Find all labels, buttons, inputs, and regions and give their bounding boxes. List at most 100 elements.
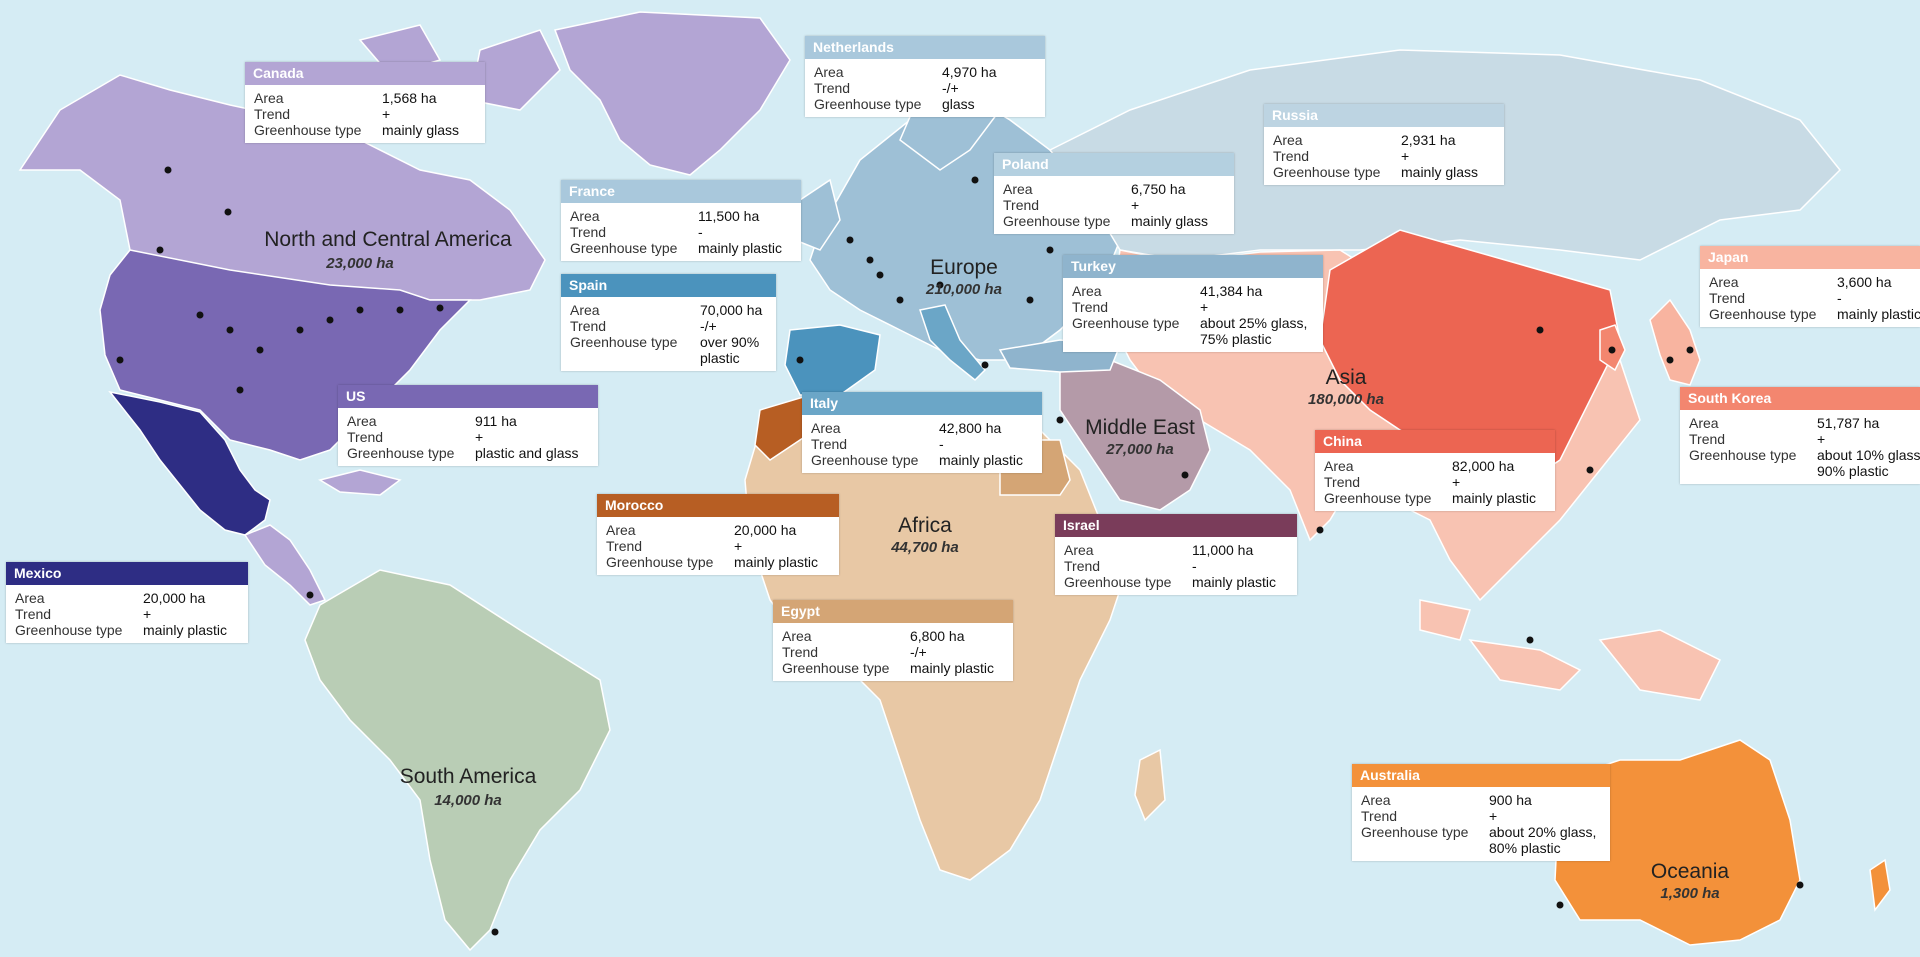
area-label: Area — [1003, 181, 1033, 197]
region-area-africa: 44,700 ha — [890, 539, 959, 556]
location-dot — [256, 346, 264, 354]
type-value: mainly plastic — [1837, 306, 1920, 322]
location-dot — [796, 356, 804, 364]
location-dot — [1181, 471, 1189, 479]
location-dot — [1316, 526, 1324, 534]
region-name-oceania: Oceania — [1651, 860, 1730, 883]
area-label: Area — [347, 413, 377, 429]
type-value-continued: 80% plastic — [1489, 840, 1561, 856]
info-box-title: Mexico — [6, 562, 248, 585]
info-box-title: Poland — [994, 153, 1234, 176]
info-box-title: Turkey — [1063, 255, 1323, 278]
info-box-title: Italy — [802, 392, 1042, 415]
trend-label: Trend — [606, 538, 643, 554]
type-value: mainly plastic — [939, 452, 1024, 468]
trend-value: -/+ — [942, 80, 959, 96]
trend-label: Trend — [254, 106, 291, 122]
type-value: mainly plastic — [910, 660, 995, 676]
region-labels: North and Central America 23,000 ha Sout… — [264, 228, 1729, 902]
type-value: mainly plastic — [143, 622, 228, 638]
region-name-middle-east: Middle East — [1085, 416, 1195, 439]
location-dot — [971, 176, 979, 184]
info-box-title: Japan — [1700, 246, 1920, 269]
type-label: Greenhouse type — [254, 122, 362, 138]
area-label: Area — [1072, 283, 1102, 299]
landmass-italy — [919, 304, 987, 382]
landmass-greenland — [553, 11, 791, 176]
area-value: 70,000 ha — [700, 302, 763, 318]
region-name-north-central-america: North and Central America — [264, 228, 512, 251]
type-label: Greenhouse type — [347, 445, 455, 461]
location-dot — [226, 326, 234, 334]
trend-label: Trend — [570, 224, 607, 240]
area-label: Area — [606, 522, 636, 538]
type-value: mainly plastic — [1192, 574, 1277, 590]
location-dot — [236, 386, 244, 394]
type-value: mainly plastic — [698, 240, 783, 256]
region-area-asia: 180,000 ha — [1308, 391, 1384, 408]
trend-label: Trend — [1072, 299, 1109, 315]
type-label: Greenhouse type — [811, 452, 919, 468]
region-name-africa: Africa — [898, 514, 952, 537]
region-name-asia: Asia — [1326, 366, 1367, 389]
landmass-us — [99, 249, 472, 461]
landmass-australia — [1554, 739, 1801, 946]
landmass-south-america — [304, 569, 611, 952]
trend-label: Trend — [1064, 558, 1101, 574]
type-value: mainly glass — [1131, 213, 1209, 229]
type-label: Greenhouse type — [1709, 306, 1817, 322]
area-value: 20,000 ha — [734, 522, 797, 538]
trend-label: Trend — [1324, 474, 1361, 490]
type-label: Greenhouse type — [570, 240, 678, 256]
area-value: 911 ha — [475, 413, 517, 429]
trend-value: + — [143, 606, 152, 622]
area-label: Area — [782, 628, 812, 644]
type-label: Greenhouse type — [1072, 315, 1180, 331]
landmass-central-america — [243, 469, 402, 606]
type-label: Greenhouse type — [1361, 824, 1469, 840]
area-label: Area — [1273, 132, 1303, 148]
area-label: Area — [1324, 458, 1354, 474]
trend-label: Trend — [1003, 197, 1040, 213]
type-label: Greenhouse type — [606, 554, 714, 570]
type-value: about 10% glass, — [1817, 447, 1920, 463]
area-label: Area — [15, 590, 45, 606]
location-dot — [156, 246, 164, 254]
type-value: mainly glass — [382, 122, 460, 138]
type-value-continued: 90% plastic — [1817, 463, 1889, 479]
type-value: mainly plastic — [734, 554, 819, 570]
landmass-middle-east — [1059, 359, 1211, 511]
location-dot — [296, 326, 304, 334]
area-value: 41,384 ha — [1200, 283, 1263, 299]
area-label: Area — [811, 420, 841, 436]
location-dot — [326, 316, 334, 324]
location-dot — [981, 361, 989, 369]
trend-value: + — [734, 538, 743, 554]
location-dot — [876, 271, 884, 279]
trend-value: + — [1817, 431, 1826, 447]
trend-label: Trend — [1709, 290, 1746, 306]
info-box-title: Canada — [245, 62, 485, 85]
trend-label: Trend — [570, 318, 607, 334]
location-dot — [116, 356, 124, 364]
type-value: over 90% — [700, 334, 760, 350]
info-box-title: Morocco — [597, 494, 839, 517]
location-dot — [1796, 881, 1804, 889]
area-value: 42,800 ha — [939, 420, 1002, 436]
location-dot — [936, 281, 944, 289]
landmass-mexico — [108, 390, 271, 536]
location-dot — [896, 296, 904, 304]
landmass-spain — [784, 324, 881, 396]
location-dot — [1666, 356, 1674, 364]
info-box-title: Spain — [561, 274, 776, 297]
